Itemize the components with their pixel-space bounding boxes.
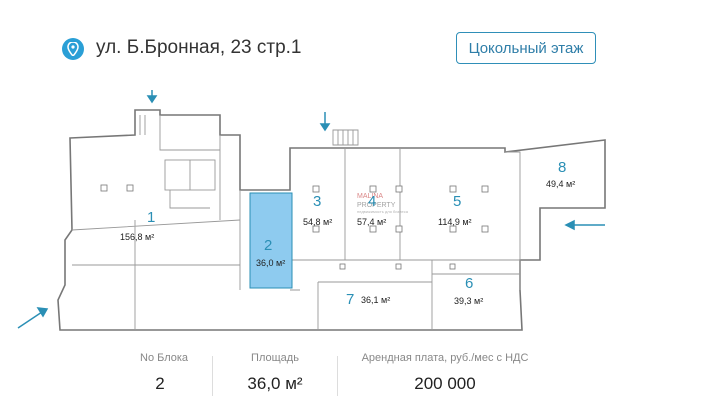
block-number-label: No Блока (140, 352, 189, 364)
rent-value: 200 000 (414, 374, 476, 393)
svg-text:недвижимость для бизнеса: недвижимость для бизнеса (357, 209, 409, 214)
divider (337, 356, 338, 396)
block-2-area: 36,0 м² (256, 258, 285, 268)
block-3-number[interactable]: 3 (313, 193, 321, 210)
block-4-area: 57,4 м² (357, 217, 386, 227)
block-info-panel: No Блока 2 Площадь 36,0 м² Арендная плат… (0, 352, 720, 402)
area-value: 36,0 м² (247, 374, 303, 393)
rent-label: Арендная плата, руб./мес с НДС (361, 352, 529, 364)
block-2-highlight[interactable] (249, 192, 293, 289)
svg-text:PROPERTY: PROPERTY (357, 202, 396, 209)
block-5-number[interactable]: 5 (453, 193, 461, 210)
block-7-number[interactable]: 7 (346, 291, 354, 308)
divider (212, 356, 213, 396)
block-1-number[interactable]: 1 (147, 209, 155, 226)
block-8-area: 49,4 м² (546, 179, 575, 189)
address-text: ул. Б.Бронная, 23 стр.1 (96, 37, 302, 58)
block-6-area: 39,3 м² (454, 296, 483, 306)
block-8-number[interactable]: 8 (558, 159, 566, 176)
svg-text:MALINA: MALINA (357, 193, 383, 200)
block-3-area: 54,8 м² (303, 217, 332, 227)
entrance-arrow-icon (319, 112, 331, 132)
entrance-arrow-icon (146, 90, 158, 104)
block-6-number[interactable]: 6 (465, 275, 473, 292)
block-5-area: 114,9 м² (438, 217, 472, 227)
floor-plan: MALINA PROPERTY недвижимость для бизнеса… (0, 90, 720, 340)
block-7-area: 36,1 м² (361, 295, 390, 305)
block-number-value: 2 (155, 374, 165, 393)
block-4-number[interactable]: 4 (368, 193, 376, 210)
floor-selector-button[interactable]: Цокольный этаж (456, 32, 596, 64)
area-label: Площадь (251, 352, 299, 364)
stairs-icon (332, 129, 359, 146)
block-1-area: 156,8 м² (120, 232, 154, 242)
area-column: Площадь 36,0 м² (240, 352, 310, 394)
location-pin-icon (62, 38, 84, 60)
rent-column: Арендная плата, руб./мес с НДС 200 000 (355, 352, 535, 394)
entrance-arrow-icon (17, 307, 49, 329)
block-number-column: No Блока 2 (140, 352, 189, 394)
watermark-logo: MALINA PROPERTY недвижимость для бизнеса (357, 193, 409, 214)
header: ул. Б.Бронная, 23 стр.1 Цокольный этаж (0, 0, 720, 95)
block-2-number[interactable]: 2 (264, 237, 272, 254)
entrance-arrow-icon (564, 219, 605, 231)
outer-wall (57, 109, 606, 331)
